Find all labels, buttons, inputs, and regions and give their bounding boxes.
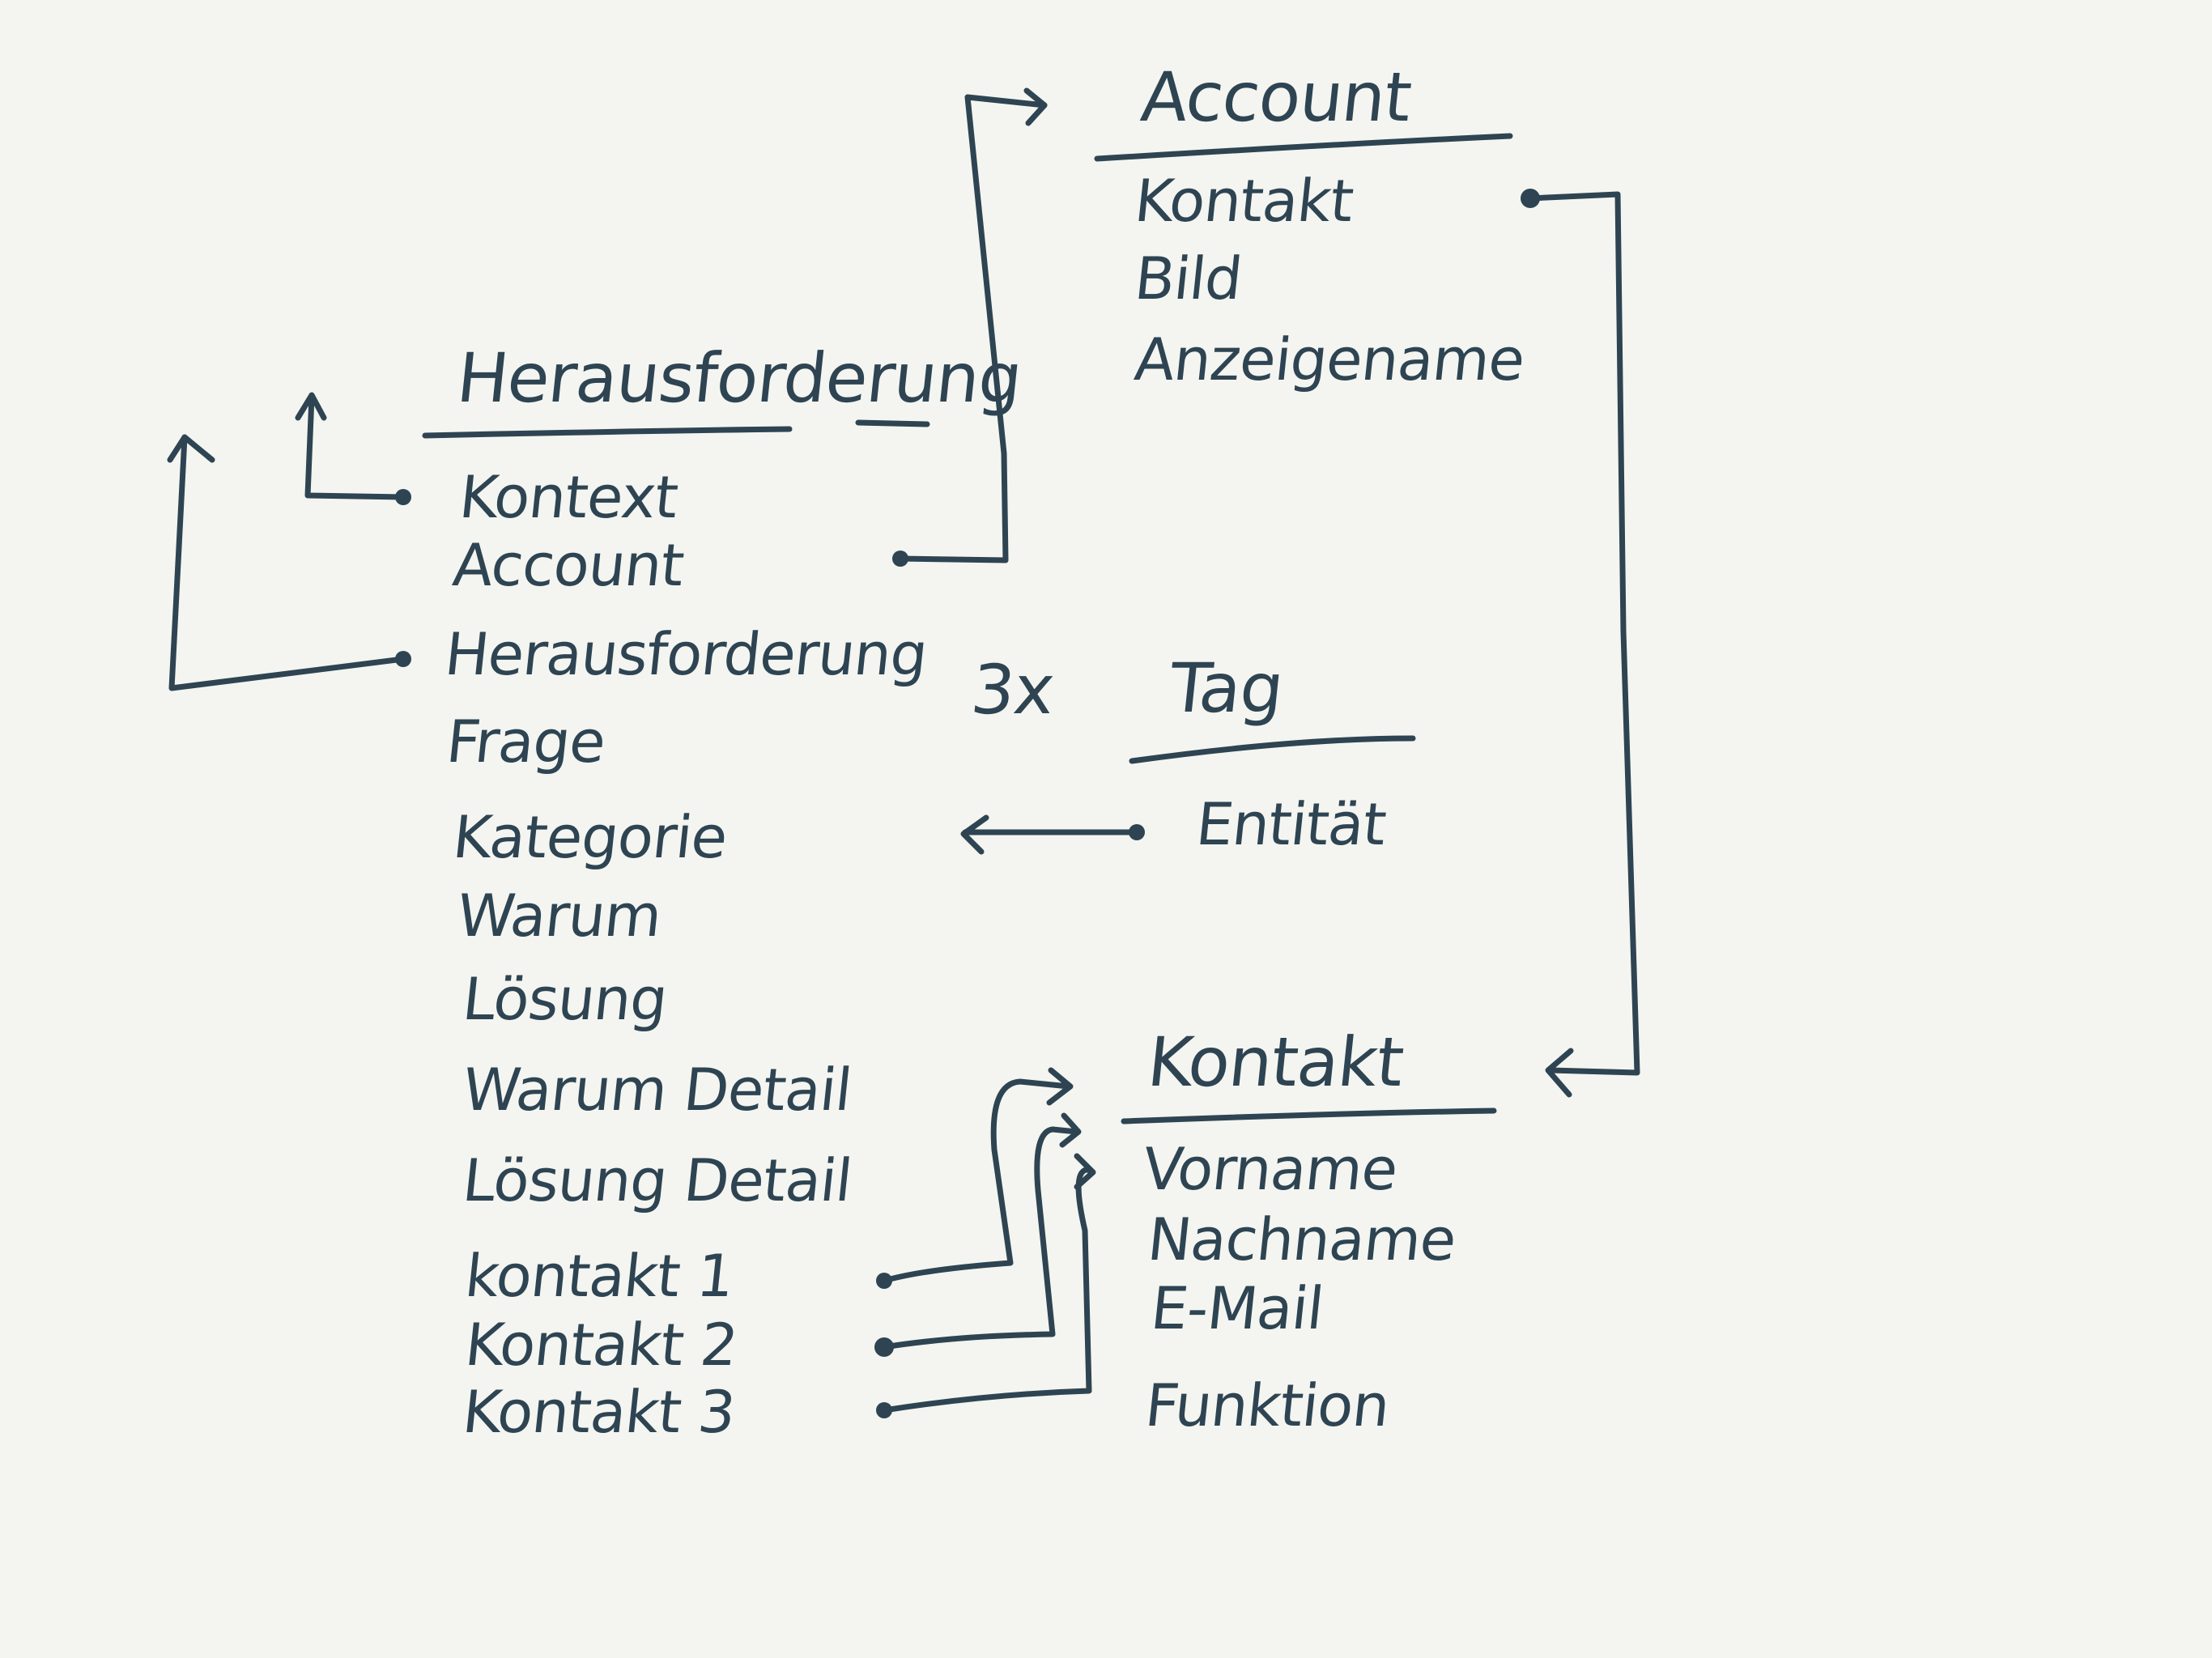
kontakt3-arrowhead xyxy=(1074,1153,1096,1190)
herausforderung-field: Kategorie xyxy=(449,803,730,871)
tag-entity-dot xyxy=(1129,824,1145,840)
herausforderung-field: Lösung Detail xyxy=(459,1146,855,1214)
kontakt-underline xyxy=(1121,1107,1497,1124)
herausforderung-field: Kontakt 3 xyxy=(459,1378,738,1446)
herausforderung-field: Warum xyxy=(453,882,665,950)
kontakt1-link xyxy=(881,1078,1072,1284)
herausforderung-field: Herausforderung xyxy=(441,620,931,688)
kontakt3-link xyxy=(881,1167,1094,1414)
herausforderung-field: Kontakt 2 xyxy=(462,1311,741,1379)
tag-multiplicity: 3x xyxy=(967,650,1058,729)
account-field: Anzeigename xyxy=(1131,325,1528,393)
account-title: Account xyxy=(1137,57,1415,137)
herausforderung-self-arrow xyxy=(168,434,406,691)
herausforderung-field: kontakt 1 xyxy=(462,1242,738,1310)
account-arrowhead xyxy=(1023,87,1048,126)
account-field: Kontakt xyxy=(1131,167,1357,235)
herausforderung-title: Herausforderung xyxy=(453,338,1026,418)
kontakt-field: E-Mail xyxy=(1147,1274,1327,1342)
kontext-self-arrow xyxy=(304,393,406,500)
kontakt3-dot xyxy=(876,1402,892,1418)
kontakt-field: Vorname xyxy=(1139,1135,1401,1203)
account-field: Bild xyxy=(1131,244,1245,312)
herausforderung-field: Frage xyxy=(443,708,609,776)
herausforderung-arrowhead xyxy=(167,434,215,463)
kontext-dot xyxy=(395,489,411,505)
kontakt1-arrowhead xyxy=(1046,1067,1074,1106)
herausforderung-field: Account xyxy=(449,531,687,599)
tag-title: Tag xyxy=(1165,648,1287,728)
account-underline xyxy=(1094,133,1513,162)
tag-field: Entität xyxy=(1193,790,1389,858)
herausforderung-dot xyxy=(395,651,411,667)
herausforderung-field: Lösung xyxy=(459,965,670,1033)
kontakt2-dot xyxy=(874,1337,894,1357)
tag-entity-arrowhead xyxy=(960,814,989,855)
kontakt2-arrowhead xyxy=(1059,1112,1082,1148)
kontext-arrowhead xyxy=(295,392,327,421)
herausforderung-field: Warum Detail xyxy=(459,1056,855,1124)
kontakt-field: Nachname xyxy=(1144,1205,1459,1273)
account-kontakt-link xyxy=(1527,191,1640,1076)
account-kontakt-dot xyxy=(1521,189,1540,208)
account-link-dot xyxy=(892,551,908,567)
herausforderung-field: Kontext xyxy=(456,463,681,531)
kontakt-title: Kontakt xyxy=(1143,1022,1407,1102)
kontakt2-link xyxy=(881,1126,1080,1350)
kontakt-field: Funktion xyxy=(1142,1371,1393,1439)
account-kontakt-arrowhead xyxy=(1545,1048,1574,1098)
kontakt1-dot xyxy=(876,1273,892,1289)
tag-underline xyxy=(1129,735,1416,764)
account-link xyxy=(897,94,1048,563)
herausforderung-underline xyxy=(422,419,930,439)
